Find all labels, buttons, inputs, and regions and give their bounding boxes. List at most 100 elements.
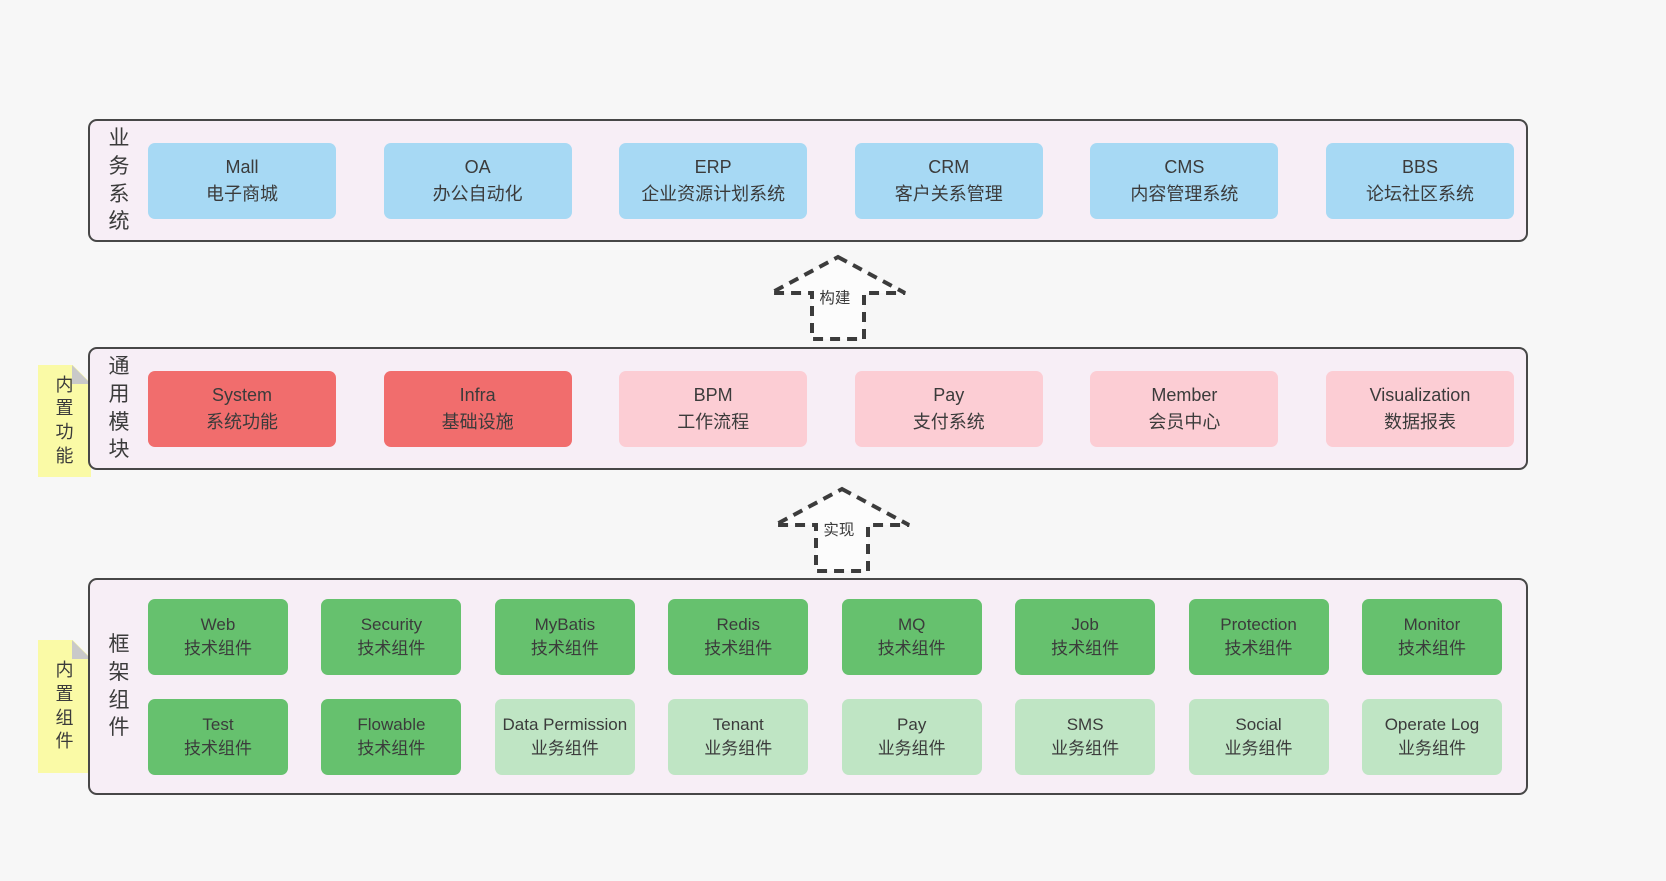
module-name: CMS: [1164, 156, 1205, 177]
panel-side-label-text: 框架组件: [108, 633, 130, 740]
business-box-row: Mall 电子商城 OA 办公自动化 ERP 企业资源计划系统 CRM 客户关系…: [148, 142, 1514, 219]
module-desc: 客户关系管理: [894, 183, 1003, 204]
component-name: SMS: [1066, 714, 1104, 734]
module-name: Infra: [459, 384, 496, 405]
module-name: OA: [464, 156, 491, 177]
component-desc: 技术组件: [1224, 638, 1293, 658]
build-arrow: 构建: [768, 254, 908, 342]
module-box: BBS 论坛社区系统: [1325, 142, 1514, 219]
module-desc: 办公自动化: [432, 183, 523, 204]
component-box: Tenant 业务组件: [668, 698, 809, 775]
module-box: Member 会员中心: [1090, 370, 1279, 447]
module-name: System: [211, 384, 272, 405]
module-box: ERP 企业资源计划系统: [619, 142, 808, 219]
common-modules-panel: 通用模块 System 系统功能 Infra 基础设施 BPM 工作流程 Pay…: [88, 347, 1528, 470]
module-desc: 论坛社区系统: [1365, 183, 1474, 204]
component-desc: 业务组件: [1397, 738, 1466, 758]
framework-box-row-1: Web 技术组件 Security 技术组件 MyBatis 技术组件 Redi…: [148, 598, 1502, 675]
component-desc: 技术组件: [877, 638, 946, 658]
component-name: Security: [360, 614, 423, 634]
component-name: Flowable: [357, 714, 426, 734]
module-box: BPM 工作流程: [619, 370, 808, 447]
module-name: Pay: [933, 384, 965, 405]
component-name: Operate Log: [1384, 714, 1480, 734]
component-box: Data Permission 业务组件: [494, 698, 635, 775]
component-box: Operate Log 业务组件: [1361, 698, 1502, 775]
sticky-note-label: 内置功能: [55, 374, 74, 466]
sticky-note-label: 内置组件: [55, 660, 74, 752]
component-desc: 技术组件: [184, 738, 252, 758]
framework-box-row-2: Test 技术组件 Flowable 技术组件 Data Permission …: [148, 698, 1502, 775]
component-desc: 技术组件: [357, 638, 426, 658]
component-box: Security 技术组件: [321, 598, 462, 675]
modules-box-row: System 系统功能 Infra 基础设施 BPM 工作流程 Pay 支付系统…: [148, 370, 1514, 447]
panel-side-label: 业务系统: [90, 125, 148, 236]
component-box: Flowable 技术组件: [321, 698, 462, 775]
module-box: OA 办公自动化: [383, 142, 572, 219]
component-name: Data Permission: [502, 714, 628, 734]
component-name: Monitor: [1403, 614, 1461, 634]
panel-side-label: 通用模块: [90, 353, 148, 464]
component-desc: 业务组件: [1224, 738, 1293, 758]
component-name: Redis: [716, 614, 760, 634]
component-box: Protection 技术组件: [1188, 598, 1329, 675]
component-box: SMS 业务组件: [1015, 698, 1156, 775]
component-name: MyBatis: [534, 614, 596, 634]
component-name: Protection: [1220, 614, 1297, 634]
module-box: Pay 支付系统: [854, 370, 1043, 447]
component-box: MQ 技术组件: [841, 598, 982, 675]
module-name: Mall: [225, 156, 259, 177]
framework-components-panel: 框架组件 Web 技术组件 Security 技术组件 MyBatis 技术组件: [88, 578, 1528, 795]
panel-side-label-text: 业务系统: [108, 127, 130, 234]
module-name: ERP: [694, 156, 732, 177]
module-box: Visualization 数据报表: [1325, 370, 1514, 447]
implement-arrow: 实现: [772, 486, 912, 574]
component-desc: 技术组件: [357, 738, 426, 758]
sticky-note-built-in-components: 内置组件: [38, 640, 91, 773]
module-desc: 企业资源计划系统: [641, 183, 786, 204]
panel-side-label-text: 通用模块: [108, 355, 130, 462]
business-systems-panel: 业务系统 Mall 电子商城 OA 办公自动化 ERP 企业资源计划系统 CRM…: [88, 119, 1528, 242]
module-box: Infra 基础设施: [383, 370, 572, 447]
framework-box-rows: Web 技术组件 Security 技术组件 MyBatis 技术组件 Redi…: [148, 598, 1514, 775]
component-box: Monitor 技术组件: [1361, 598, 1502, 675]
module-name: Member: [1151, 384, 1218, 405]
component-name: Job: [1071, 614, 1099, 634]
component-box: Web 技术组件: [148, 598, 288, 675]
component-desc: 技术组件: [530, 638, 599, 658]
module-desc: 基础设施: [441, 411, 514, 432]
component-name: Web: [200, 614, 236, 634]
component-box: Redis 技术组件: [668, 598, 809, 675]
module-box: CMS 内容管理系统: [1090, 142, 1279, 219]
module-name: BBS: [1401, 156, 1438, 177]
module-box: CRM 客户关系管理: [854, 142, 1043, 219]
module-desc: 电子商城: [206, 183, 278, 204]
component-desc: 技术组件: [1397, 638, 1466, 658]
module-desc: 工作流程: [677, 411, 750, 432]
component-box: Social 业务组件: [1188, 698, 1329, 775]
component-desc: 业务组件: [704, 738, 773, 758]
module-box: System 系统功能: [148, 370, 336, 447]
component-name: Pay: [897, 714, 927, 734]
module-name: Visualization: [1369, 384, 1471, 405]
component-box: Test 技术组件: [148, 698, 288, 775]
component-name: MQ: [897, 614, 926, 634]
module-desc: 内容管理系统: [1130, 183, 1239, 204]
module-box: Mall 电子商城: [148, 142, 336, 219]
module-desc: 会员中心: [1148, 411, 1221, 432]
build-arrow-label: 构建: [815, 284, 855, 310]
panel-side-label: 框架组件: [90, 631, 148, 742]
component-desc: 技术组件: [1051, 638, 1120, 658]
component-name: Social: [1235, 714, 1282, 734]
module-desc: 系统功能: [206, 411, 278, 432]
component-box: MyBatis 技术组件: [494, 598, 635, 675]
module-desc: 支付系统: [912, 411, 985, 432]
component-box: Pay 业务组件: [841, 698, 982, 775]
component-desc: 业务组件: [1051, 738, 1120, 758]
component-desc: 业务组件: [877, 738, 946, 758]
module-name: CRM: [928, 156, 970, 177]
component-box: Job 技术组件: [1015, 598, 1156, 675]
module-desc: 数据报表: [1383, 411, 1456, 432]
component-desc: 技术组件: [704, 638, 773, 658]
component-name: Test: [202, 714, 234, 734]
